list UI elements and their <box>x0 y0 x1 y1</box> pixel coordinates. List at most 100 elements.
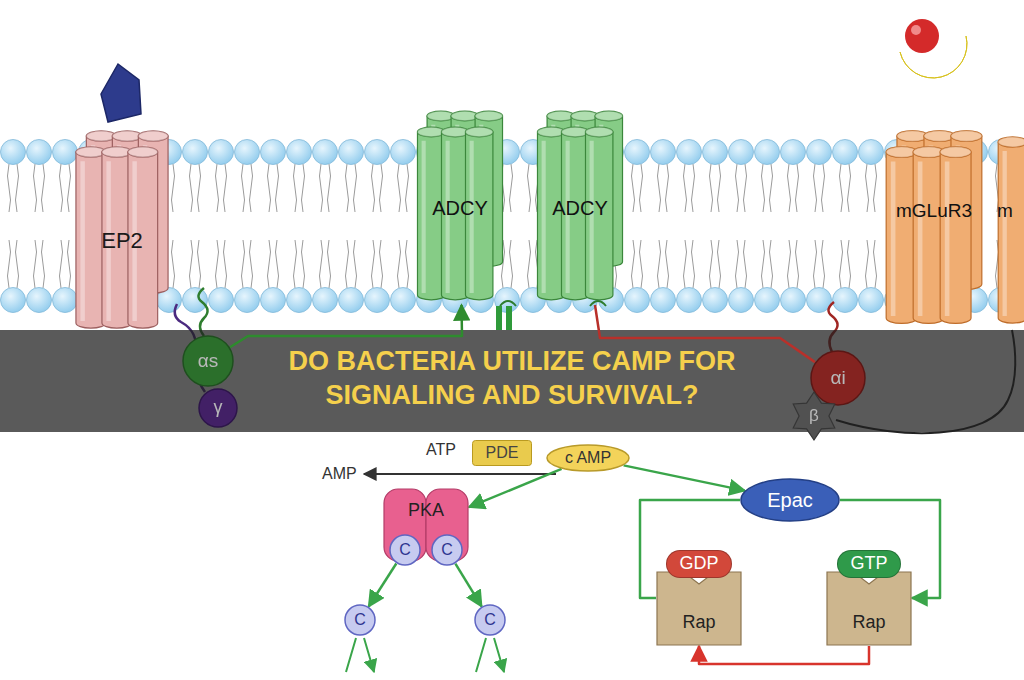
kinase: PKACC <box>383 488 469 562</box>
gtpase: GDP Rap <box>656 550 742 646</box>
helix-top <box>138 131 168 141</box>
helix-cylinder <box>940 152 971 323</box>
circle-outline <box>811 351 865 405</box>
title-band: DO BACTERIA UTILIZE CAMP FOR SIGNALING A… <box>0 330 1024 432</box>
helix-shine <box>940 147 971 158</box>
helix-shine <box>595 111 622 121</box>
catalytic-subunit: C <box>344 604 376 636</box>
helix-shine <box>417 127 444 137</box>
node-label: ADCY <box>432 196 488 220</box>
helix-shine <box>102 147 132 157</box>
helix-shine <box>951 131 982 142</box>
c-output-arrow <box>476 638 504 672</box>
helix-top <box>76 147 106 157</box>
helix-cylinder <box>886 152 917 323</box>
helix-shine <box>427 111 454 121</box>
adenylyl-cyclase: ADCY <box>532 108 628 305</box>
helix-shine <box>451 111 478 121</box>
helix-top <box>897 131 928 142</box>
helix-top <box>547 111 574 121</box>
receptor: EP2 <box>70 128 174 333</box>
node-label: C <box>441 540 453 559</box>
rap-outline <box>827 572 911 645</box>
camp-molecule: c AMP <box>546 444 630 472</box>
c-output-arrow <box>346 638 374 672</box>
catalytic-subunit: C <box>474 604 506 636</box>
helix-shine <box>918 161 923 316</box>
helix-shine <box>422 141 426 293</box>
helix-cylinder <box>913 152 944 323</box>
catalytic-subunit: C <box>389 534 421 566</box>
helix-top <box>475 111 502 121</box>
star-outline <box>793 392 835 440</box>
helix-top <box>112 131 142 141</box>
helix-top <box>951 131 982 142</box>
circle-outline <box>345 605 375 635</box>
g-beta-subunit: β <box>790 392 838 440</box>
circle-outline <box>475 605 505 635</box>
node-label: Rap <box>682 612 715 634</box>
signal-connector <box>699 646 869 664</box>
helix-top <box>940 147 971 158</box>
node-label: m <box>997 200 1013 223</box>
alpha-s-tether <box>198 288 207 336</box>
helix-top <box>886 147 917 158</box>
enzyme-box: PDE <box>472 440 532 466</box>
signal-connector <box>455 564 481 607</box>
helix-top <box>128 147 158 157</box>
node-label: PDE <box>486 443 519 462</box>
helix-top <box>86 131 116 141</box>
title-text: DO BACTERIA UTILIZE CAMP FOR SIGNALING A… <box>242 344 782 412</box>
helix-top <box>571 111 598 121</box>
helix-shine <box>897 131 928 142</box>
circle-outline <box>432 535 462 565</box>
nucleotide-label: GDP <box>666 550 731 578</box>
helix-top <box>924 131 955 142</box>
helix-shine <box>537 127 564 137</box>
box-outline <box>473 441 532 466</box>
ep2-ligand <box>101 64 141 122</box>
node-shape <box>880 128 988 328</box>
helix-top <box>595 111 622 121</box>
molecule-label: ATP <box>426 440 456 459</box>
node-label: C <box>484 610 496 629</box>
nucleotide-label: GTP <box>837 550 900 578</box>
helix-shine <box>886 147 917 158</box>
signal-connector <box>369 564 397 607</box>
g-gamma-subunit: γ <box>198 388 238 428</box>
g-alpha-subunit: αs <box>182 335 234 387</box>
signal-connector <box>595 305 815 362</box>
helix-top <box>417 127 444 137</box>
helix-top <box>913 147 944 158</box>
node-label: αi <box>830 367 845 390</box>
helix-shine <box>913 147 944 158</box>
helix-top <box>451 111 478 121</box>
helix-shine <box>1003 151 1007 316</box>
helix-shine <box>441 127 468 137</box>
helix-shine <box>924 131 955 142</box>
helix-top <box>102 147 132 157</box>
helix-shine <box>128 147 158 157</box>
gtpase: GTP Rap <box>826 550 912 646</box>
helix-shine <box>571 111 598 121</box>
node-label: Epac <box>767 488 813 512</box>
node-label: Rap <box>852 612 885 634</box>
exchange-factor: Epac <box>740 478 840 522</box>
node-label: γ <box>214 397 223 419</box>
node-label: PKA <box>408 500 444 522</box>
node-label: αs <box>198 350 218 373</box>
helix-shine <box>945 161 950 316</box>
camp-to-amp-arrow <box>364 473 556 475</box>
helix-top <box>465 127 492 137</box>
helix-top <box>427 111 454 121</box>
ellipse-outline <box>547 445 629 471</box>
signal-connector <box>469 469 562 507</box>
node-label: C <box>354 610 366 629</box>
adcy-loop <box>500 301 606 306</box>
node-label: ADCY <box>552 196 608 220</box>
receptor: m <box>994 128 1024 328</box>
helix-top <box>585 127 612 137</box>
receptor: mGLuR3 <box>880 128 988 328</box>
helix-top <box>998 137 1024 147</box>
